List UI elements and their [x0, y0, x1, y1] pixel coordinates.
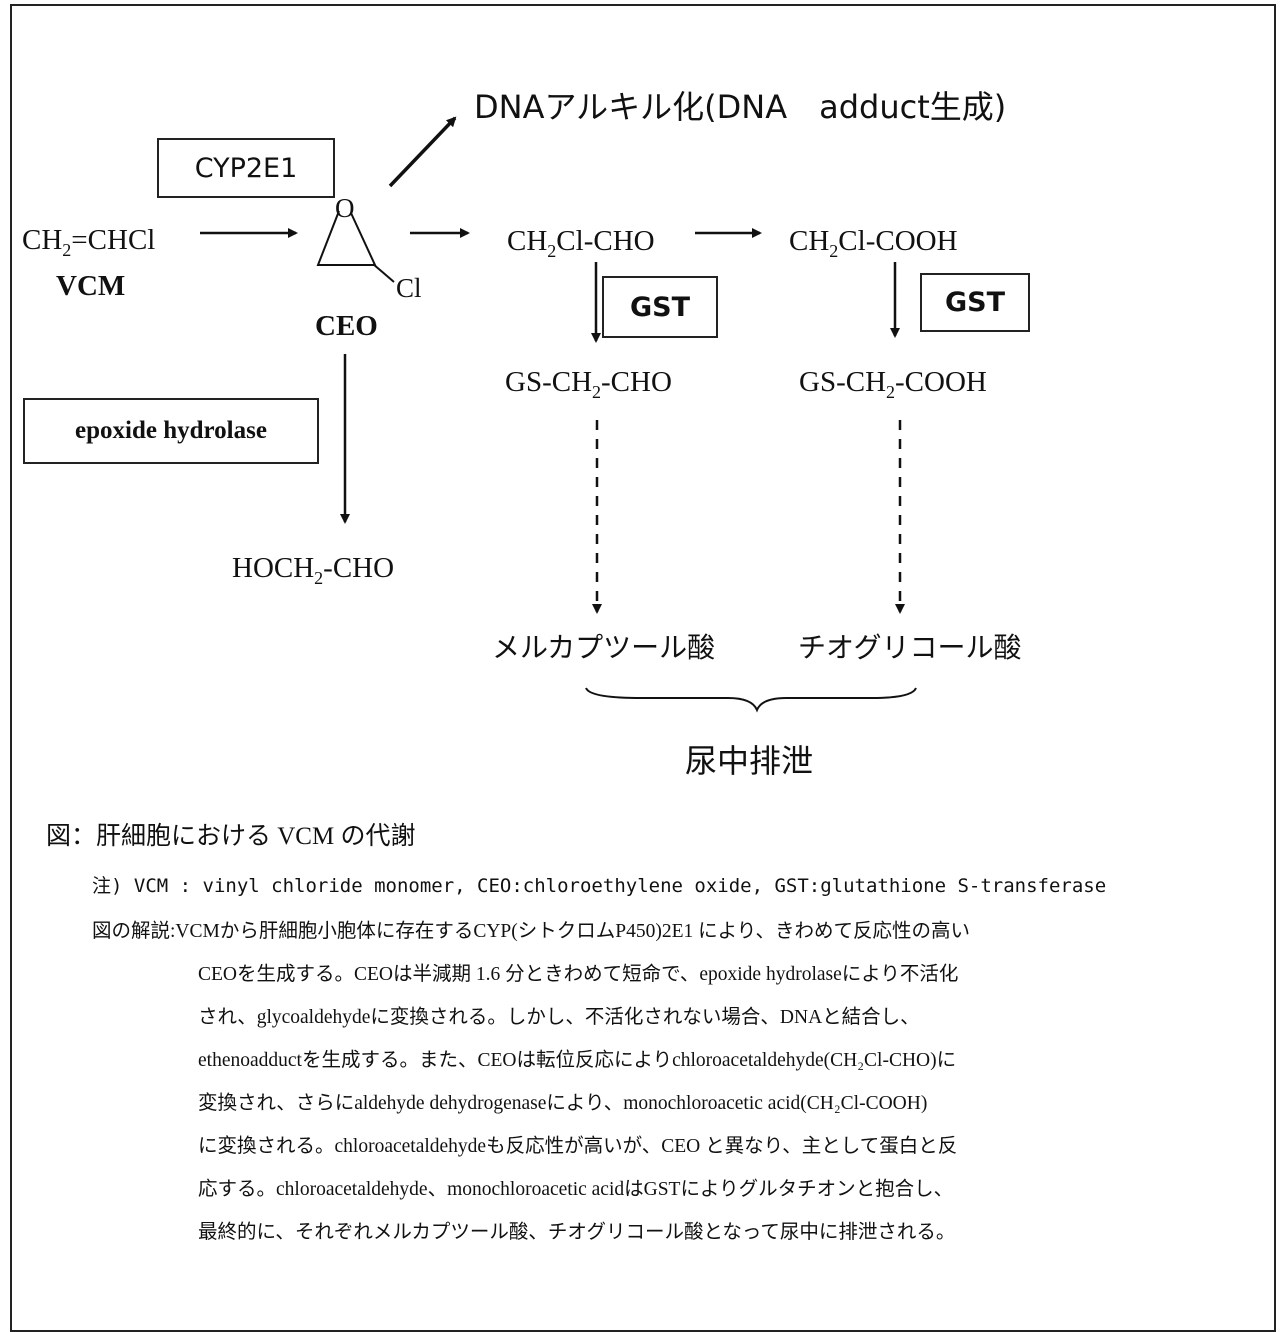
excretion-brace	[585, 687, 917, 713]
explanation-line-1: 図の解説:VCMから肝細胞小胞体に存在するCYP(シトクロムP450)2E1 に…	[92, 921, 970, 942]
ceo-label: CEO	[315, 310, 378, 342]
urinary-excretion-label: 尿中排泄	[685, 742, 814, 780]
explanation-line-7: 応する。chloroacetaldehyde、monochloroacetic …	[198, 1179, 954, 1200]
gst-label: GST	[944, 287, 1006, 318]
explanation-line-6: に変換される。chloroacetaldehydeも反応性が高いが、CEO と異…	[198, 1136, 958, 1157]
vcm-label: VCM	[56, 270, 126, 302]
abbreviation-note: 注) VCM : vinyl chloride monomer, CEO:chl…	[92, 875, 1107, 897]
ceo-oxygen: O	[335, 193, 355, 223]
epoxide-hydrolase-label: epoxide hydrolase	[75, 417, 267, 444]
gs-acid-formula: GS-CH2-COOH	[799, 366, 987, 402]
explanation-line-3: され、glycoaldehydeに変換される。しかし、不活化されない場合、DNA…	[198, 1007, 920, 1028]
cyp2e1-label: CYP2E1	[194, 152, 298, 184]
arrow-ceo-to-dna	[388, 116, 457, 188]
explanation-line-5: 変換され、さらにaldehyde dehydrogenaseにより、monoch…	[198, 1093, 928, 1114]
gst-box-aldehyde: GST	[602, 276, 718, 338]
glycoaldehyde-formula: HOCH2-CHO	[232, 552, 395, 588]
explanation-line-4: ethenoadductを生成する。また、CEOは転位反応によりchloroac…	[198, 1050, 957, 1071]
epoxide-ring	[316, 210, 377, 266]
chloroacetaldehyde-formula: CH2Cl-CHO	[507, 225, 655, 261]
vcm-formula: CH2=CHCl	[22, 224, 156, 260]
dna-alkylation-label: DNAアルキル化(DNA adduct生成)	[474, 88, 1007, 126]
figure-caption: 図：肝細胞における VCM の代謝	[46, 823, 416, 850]
mercapturic-acid-label: メルカプツール酸	[492, 631, 716, 664]
cyp2e1-box: CYP2E1	[157, 138, 335, 198]
monochloroacetic-acid-formula: CH2Cl-COOH	[789, 225, 958, 261]
epoxide-cl-bond	[372, 263, 395, 283]
explanation-line-2: CEOを生成する。CEOは半減期 1.6 分ときわめて短命で、epoxide h…	[198, 964, 959, 985]
gst-box-acid: GST	[920, 273, 1030, 332]
ceo-chlorine: Cl	[396, 273, 422, 303]
explanation-line-8: 最終的に、それぞれメルカプツール酸、チオグリコール酸となって尿中に排泄される。	[198, 1222, 956, 1243]
gst-label: GST	[629, 291, 691, 323]
thioglycolic-acid-label: チオグリコール酸	[798, 631, 1022, 664]
gs-aldehyde-formula: GS-CH2-CHO	[505, 366, 672, 402]
epoxide-hydrolase-box: epoxide hydrolase	[23, 398, 319, 464]
